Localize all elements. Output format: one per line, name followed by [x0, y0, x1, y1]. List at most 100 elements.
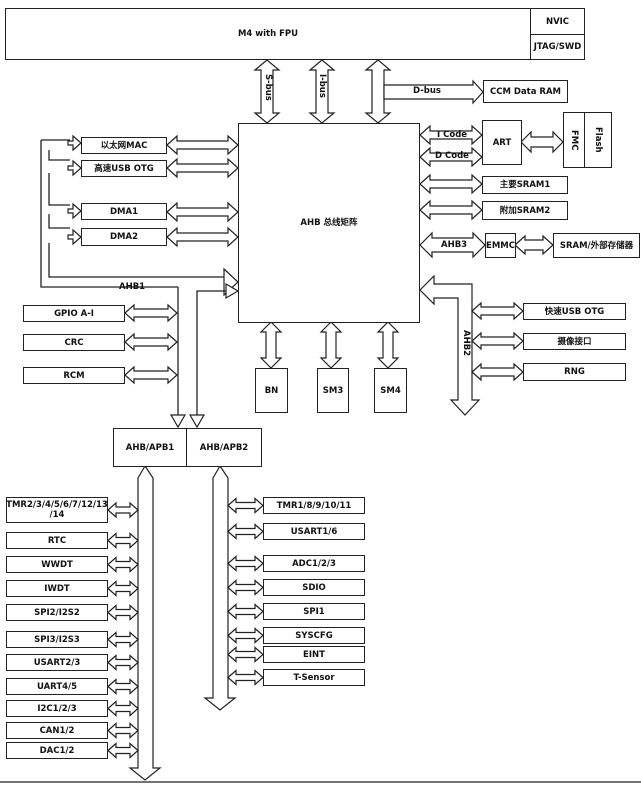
emmc-ext-arrow	[514, 234, 554, 256]
apb1-periph-box: DAC1/2	[6, 742, 108, 759]
apb2-periph-box: T-Sensor	[263, 669, 365, 686]
fmc-box: FMC	[563, 112, 585, 168]
jtag-swd-box: JTAG/SWD	[530, 34, 585, 60]
undefined	[48, 214, 70, 229]
apb2-periph-box: SDIO	[263, 579, 365, 596]
icode-label: I Code	[437, 130, 468, 140]
ahb2-label: AHB2	[461, 330, 471, 357]
apb1-periph-box: TMR2/3/4/5/6/7/12/13 /14	[6, 497, 108, 523]
apb2-periph-arrow	[227, 646, 264, 663]
apb1-bus-arrow	[128, 464, 162, 781]
gpio-box: GPIO A-I	[23, 305, 125, 322]
dma2-box: DMA2	[81, 228, 167, 246]
apb1-periph-box: I2C1/2/3	[6, 700, 108, 717]
ahb1-to-matrix-line	[48, 243, 224, 278]
flash-box: Flash	[584, 112, 612, 168]
master-arrow	[166, 226, 239, 248]
ahb1-arrowhead	[169, 414, 187, 429]
master-arrow	[166, 157, 239, 179]
sram1-arrow	[419, 173, 483, 195]
apb1-periph-box: SPI3/I2S3	[6, 631, 108, 648]
ahb1-label: AHB1	[119, 282, 146, 292]
apb1-periph-arrow	[107, 722, 139, 739]
sram2-box: 附加SRAM2	[482, 201, 568, 220]
s-bus-label: S-bus	[263, 74, 273, 101]
d-bus-label: D-bus	[413, 86, 441, 96]
dma1-box: DMA1	[81, 203, 167, 220]
apb1-periph-box: RTC	[6, 532, 108, 549]
fs-usb-otg-box: 快速USB OTG	[523, 303, 626, 320]
camera-interface-box: 摄像接口	[523, 333, 626, 350]
nvic-box: NVIC	[530, 8, 585, 35]
d-bus-branch-arrow	[383, 79, 484, 105]
apb2-arrowhead	[188, 414, 206, 429]
apb2-periph-box: TMR1/8/9/10/11	[263, 497, 365, 514]
apb1-periph-arrow	[107, 580, 139, 597]
apb1-periph-arrow	[107, 700, 139, 717]
sm3-box: SM3	[317, 368, 349, 413]
cpu-core-box: M4 with FPU	[5, 8, 531, 60]
ahb3-label: AHB3	[441, 240, 468, 250]
ahb1-loop-line	[40, 140, 178, 288]
ahb1-periph-arrow	[124, 365, 178, 385]
apb2-periph-arrow	[227, 579, 264, 596]
rng-box: RNG	[523, 363, 626, 381]
apb1-periph-arrow	[107, 556, 139, 573]
external-memory-box: SRAM/外部存储器	[553, 233, 640, 258]
apb2-periph-arrow	[227, 669, 264, 686]
sram2-arrow	[419, 199, 483, 221]
apb1-periph-arrow	[107, 604, 139, 621]
apb1-periph-arrow	[107, 678, 139, 695]
arrow-into-usb	[67, 159, 82, 177]
ahb1-periph-arrow	[124, 332, 178, 352]
hs-usb-otg-box: 高速USB OTG	[81, 160, 167, 177]
apb2-bus-arrow	[203, 464, 237, 711]
double-arrow	[471, 362, 524, 382]
apb1-periph-box: SPI2/I2S2	[6, 604, 108, 621]
crypto-arrow	[376, 321, 400, 369]
apb2-periph-box: EINT	[263, 646, 365, 663]
art-box: ART	[482, 120, 522, 165]
sm4-box: SM4	[374, 368, 407, 413]
arrow-into-eth	[67, 134, 82, 152]
arrow-into-dma2	[67, 228, 82, 246]
ahb1-periph-arrow	[124, 303, 178, 323]
apb1-periph-box: USART2/3	[6, 654, 108, 671]
ethernet-mac-box: 以太网MAC	[81, 137, 167, 154]
apb2-periph-arrow	[227, 497, 264, 514]
undefined	[48, 150, 70, 161]
apb2-periph-box: USART1/6	[263, 523, 365, 540]
bn-box: BN	[255, 368, 288, 413]
rcm-box: RCM	[23, 367, 125, 384]
apb1-periph-box: CAN1/2	[6, 722, 108, 739]
art-flash-arrow	[520, 130, 564, 154]
crypto-arrow	[319, 321, 343, 369]
master-arrow	[166, 201, 239, 223]
ahb-apb2-bridge: AHB/APB2	[186, 428, 262, 467]
arrow-into-matrix-2	[225, 282, 240, 300]
double-arrow	[471, 331, 524, 351]
emmc-box: EMMC	[485, 233, 516, 258]
apb1-periph-box: UART4/5	[6, 678, 108, 695]
apb1-periph-arrow	[107, 742, 139, 759]
apb2-periph-arrow	[227, 555, 264, 572]
apb2-periph-arrow	[227, 603, 264, 620]
apb1-periph-box: IWDT	[6, 580, 108, 597]
sram1-box: 主要SRAM1	[482, 176, 568, 194]
apb2-periph-box: ADC1/2/3	[263, 555, 365, 572]
apb1-periph-box: WWDT	[6, 556, 108, 573]
undefined	[48, 173, 70, 206]
apb1-periph-arrow	[107, 631, 139, 648]
apb1-periph-arrow	[107, 654, 139, 671]
ahb-apb1-bridge: AHB/APB1	[113, 428, 187, 467]
ahb2-bus-arrow	[419, 274, 481, 416]
apb2-periph-arrow	[227, 627, 264, 644]
crypto-arrow	[259, 321, 283, 369]
ahb-bus-matrix: AHB 总线矩阵	[238, 123, 420, 323]
dcode-label: D Code	[435, 151, 469, 161]
apb2-up-line	[196, 290, 226, 415]
apb2-periph-arrow	[227, 523, 264, 540]
apb2-periph-box: SYSCFG	[263, 627, 365, 644]
ccm-data-ram-box: CCM Data RAM	[483, 80, 568, 103]
